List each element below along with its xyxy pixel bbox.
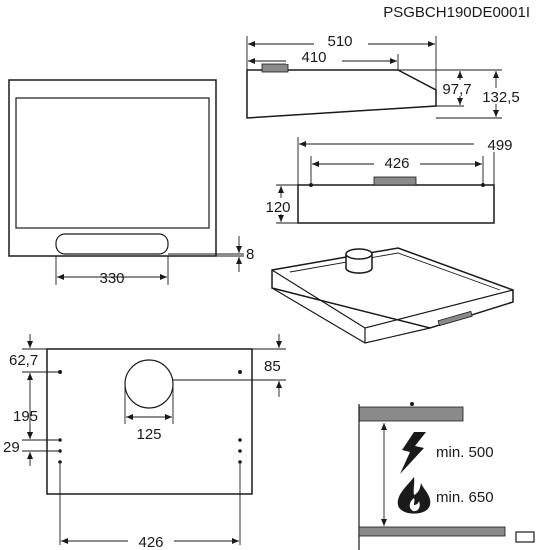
dim-rear-width: 499 xyxy=(487,137,512,154)
dim-rear-hole-spacing: 426 xyxy=(384,155,409,172)
dim-hole-from-top: 62,7 xyxy=(9,352,38,369)
rear-hole-right xyxy=(481,183,485,187)
control-panel xyxy=(55,233,169,255)
dim-duct-offset: 85 xyxy=(264,358,281,375)
product-code: PSGBCH190DE0001I xyxy=(383,4,530,21)
iso-control-strip xyxy=(437,310,473,327)
front-view: 330 8 xyxy=(8,79,254,287)
dim-top-hole-spacing: 426 xyxy=(138,534,163,550)
top-hole-right xyxy=(238,370,242,374)
top-view: 62,7 195 29 85 125 426 xyxy=(3,334,286,550)
min-electric: min. 500 xyxy=(436,444,494,461)
dim-slot-spacing: 29 xyxy=(3,439,20,456)
dim-overall-depth: 510 xyxy=(327,33,352,50)
min-gas: min. 650 xyxy=(436,489,494,506)
dim-front-height: 97,7 xyxy=(442,81,471,98)
dim-control-width: 330 xyxy=(99,270,124,287)
isometric-view xyxy=(271,247,514,344)
electric-hob-icon xyxy=(400,432,426,474)
gas-hob-icon xyxy=(397,477,431,514)
top-hole-left xyxy=(58,370,62,374)
side-view: 510 410 97,7 132,5 xyxy=(246,32,526,119)
dim-rear-height: 120 xyxy=(265,199,290,216)
dim-duct-diameter: 125 xyxy=(136,426,161,443)
dim-slot-from-hole: 195 xyxy=(13,408,38,425)
hob-section xyxy=(358,526,506,537)
iso-duct xyxy=(345,248,373,260)
dim-box-depth: 410 xyxy=(301,49,326,66)
dim-control-offset: 8 xyxy=(246,246,254,263)
rear-hole-left xyxy=(309,183,313,187)
rear-view: 499 426 120 xyxy=(260,136,528,224)
installation-view: min. 500 min. 650 xyxy=(358,402,535,550)
dim-back-height: 132,5 xyxy=(482,89,520,106)
hood-section xyxy=(358,406,464,422)
